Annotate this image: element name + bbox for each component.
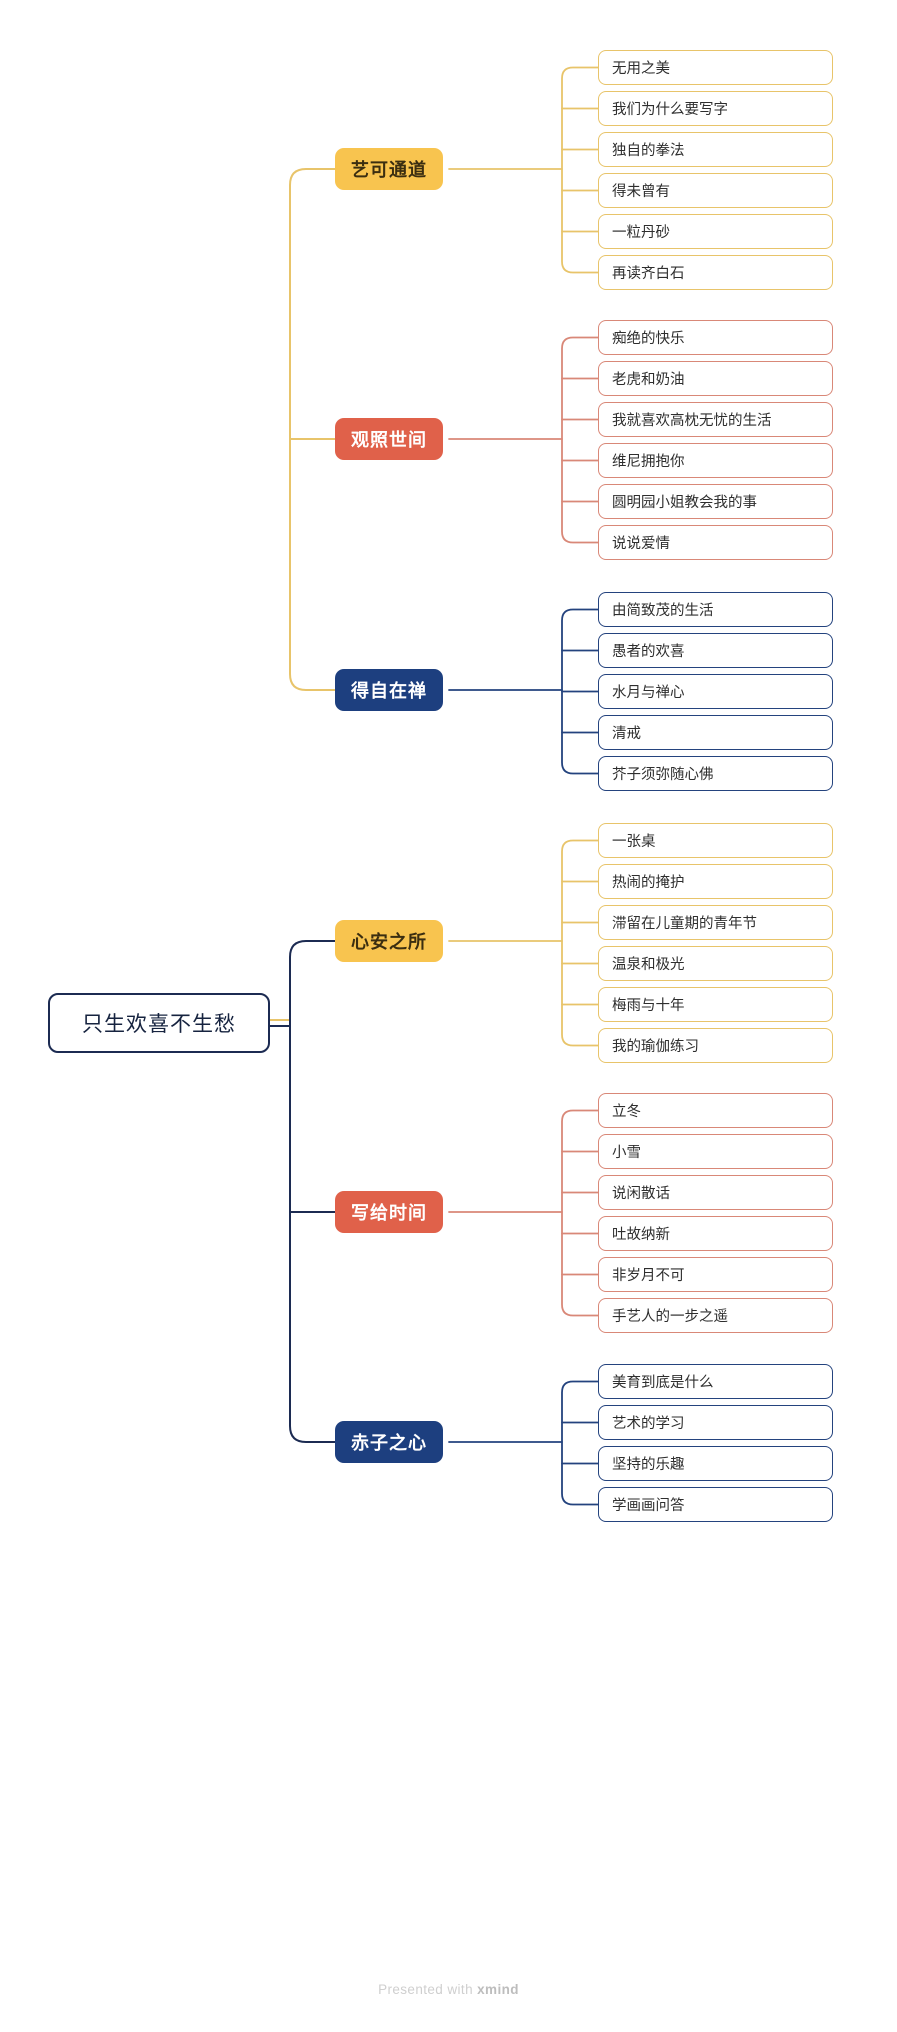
leaf-node-label: 得未曾有 <box>612 184 670 200</box>
leaf-node-label: 我就喜欢高枕无忧的生活 <box>612 413 772 429</box>
leaf-bracket-6 <box>561 1380 599 1506</box>
leaf-node-label: 美育到底是什么 <box>612 1375 714 1391</box>
leaf-node-label: 维尼拥抱你 <box>612 454 685 470</box>
leaf-node-6-3[interactable]: 坚持的乐趣 <box>598 1446 833 1481</box>
leaf-node-1-5[interactable]: 一粒丹砂 <box>598 214 833 249</box>
root-node-label: 只生欢喜不生愁 <box>82 1013 236 1036</box>
leaf-node-2-6[interactable]: 说说爱情 <box>598 525 833 560</box>
leaf-node-2-2[interactable]: 老虎和奶油 <box>598 361 833 396</box>
leaf-node-4-3[interactable]: 滞留在儿童期的青年节 <box>598 905 833 940</box>
leaf-node-4-2[interactable]: 热闹的掩护 <box>598 864 833 899</box>
leaf-node-label: 热闹的掩护 <box>612 875 685 891</box>
branch-node-label: 观照世间 <box>351 430 427 450</box>
leaf-node-label: 立冬 <box>612 1104 641 1120</box>
leaf-node-4-1[interactable]: 一张桌 <box>598 823 833 858</box>
leaf-node-label: 说说爱情 <box>612 536 670 552</box>
leaf-node-label: 一粒丹砂 <box>612 225 670 241</box>
leaf-node-6-1[interactable]: 美育到底是什么 <box>598 1364 833 1399</box>
branch-node-3[interactable]: 得自在禅 <box>335 669 443 711</box>
leaf-node-3-4[interactable]: 清戒 <box>598 715 833 750</box>
leaf-node-4-6[interactable]: 我的瑜伽练习 <box>598 1028 833 1063</box>
leaf-node-label: 老虎和奶油 <box>612 372 685 388</box>
leaf-node-5-4[interactable]: 吐故纳新 <box>598 1216 833 1251</box>
leaf-node-1-2[interactable]: 我们为什么要写字 <box>598 91 833 126</box>
leaf-node-label: 由简致茂的生活 <box>612 603 714 619</box>
leaf-node-label: 我们为什么要写字 <box>612 102 728 118</box>
leaf-node-label: 艺术的学习 <box>612 1416 685 1432</box>
leaf-node-label: 圆明园小姐教会我的事 <box>612 495 757 511</box>
branch-node-label: 心安之所 <box>351 932 427 952</box>
leaf-node-3-5[interactable]: 芥子须弥随心佛 <box>598 756 833 791</box>
leaf-node-4-5[interactable]: 梅雨与十年 <box>598 987 833 1022</box>
leaf-node-label: 吐故纳新 <box>612 1227 670 1243</box>
leaf-node-label: 学画画问答 <box>612 1498 685 1514</box>
root-spine-lower <box>289 940 336 1443</box>
root-node[interactable]: 只生欢喜不生愁 <box>48 993 270 1053</box>
branch-node-label: 得自在禅 <box>351 681 427 701</box>
leaf-node-label: 独自的拳法 <box>612 143 685 159</box>
leaf-node-2-5[interactable]: 圆明园小姐教会我的事 <box>598 484 833 519</box>
leaf-node-label: 清戒 <box>612 726 641 742</box>
leaf-node-3-3[interactable]: 水月与禅心 <box>598 674 833 709</box>
leaf-node-5-1[interactable]: 立冬 <box>598 1093 833 1128</box>
branch-node-4[interactable]: 心安之所 <box>335 920 443 962</box>
root-spine-upper <box>289 168 336 691</box>
leaf-bracket-3 <box>561 608 599 775</box>
leaf-node-5-5[interactable]: 非岁月不可 <box>598 1257 833 1292</box>
leaf-node-5-2[interactable]: 小雪 <box>598 1134 833 1169</box>
footer-prefix-text: Presented with <box>378 1982 478 1997</box>
branch-node-label: 赤子之心 <box>351 1433 427 1453</box>
leaf-node-3-2[interactable]: 愚者的欢喜 <box>598 633 833 668</box>
leaf-node-2-1[interactable]: 痴绝的快乐 <box>598 320 833 355</box>
leaf-node-1-4[interactable]: 得未曾有 <box>598 173 833 208</box>
leaf-node-2-3[interactable]: 我就喜欢高枕无忧的生活 <box>598 402 833 437</box>
leaf-node-label: 非岁月不可 <box>612 1268 685 1284</box>
branch-node-1[interactable]: 艺可通道 <box>335 148 443 190</box>
footer-brand-text: xmind <box>477 1982 519 1997</box>
leaf-node-label: 愚者的欢喜 <box>612 644 685 660</box>
leaf-node-label: 芥子须弥随心佛 <box>612 767 714 783</box>
leaf-node-5-6[interactable]: 手艺人的一步之遥 <box>598 1298 833 1333</box>
leaf-node-label: 温泉和极光 <box>612 957 685 973</box>
branch-node-label: 写给时间 <box>351 1203 427 1223</box>
leaf-bracket-1 <box>561 66 599 274</box>
leaf-node-label: 再读齐白石 <box>612 266 685 282</box>
branch-node-label: 艺可通道 <box>351 160 427 180</box>
leaf-node-2-4[interactable]: 维尼拥抱你 <box>598 443 833 478</box>
leaf-bracket-2 <box>561 336 599 544</box>
leaf-node-1-1[interactable]: 无用之美 <box>598 50 833 85</box>
branch-node-6[interactable]: 赤子之心 <box>335 1421 443 1463</box>
leaf-bracket-5 <box>561 1109 599 1317</box>
leaf-node-label: 痴绝的快乐 <box>612 331 685 347</box>
leaf-node-4-4[interactable]: 温泉和极光 <box>598 946 833 981</box>
branch-node-2[interactable]: 观照世间 <box>335 418 443 460</box>
leaf-node-label: 滞留在儿童期的青年节 <box>612 916 757 932</box>
leaf-node-label: 我的瑜伽练习 <box>612 1039 699 1055</box>
footer-watermark: Presented with xmind <box>0 1982 897 1997</box>
leaf-node-6-2[interactable]: 艺术的学习 <box>598 1405 833 1440</box>
leaf-node-label: 手艺人的一步之遥 <box>612 1309 728 1325</box>
leaf-node-label: 一张桌 <box>612 834 656 850</box>
leaf-node-3-1[interactable]: 由简致茂的生活 <box>598 592 833 627</box>
leaf-node-label: 无用之美 <box>612 61 670 77</box>
leaf-node-1-6[interactable]: 再读齐白石 <box>598 255 833 290</box>
leaf-node-6-4[interactable]: 学画画问答 <box>598 1487 833 1522</box>
leaf-node-5-3[interactable]: 说闲散话 <box>598 1175 833 1210</box>
leaf-node-label: 说闲散话 <box>612 1186 670 1202</box>
leaf-node-label: 梅雨与十年 <box>612 998 685 1014</box>
leaf-node-label: 坚持的乐趣 <box>612 1457 685 1473</box>
leaf-node-label: 小雪 <box>612 1145 641 1161</box>
leaf-node-1-3[interactable]: 独自的拳法 <box>598 132 833 167</box>
branch-node-5[interactable]: 写给时间 <box>335 1191 443 1233</box>
leaf-bracket-4 <box>561 839 599 1047</box>
leaf-node-label: 水月与禅心 <box>612 685 685 701</box>
